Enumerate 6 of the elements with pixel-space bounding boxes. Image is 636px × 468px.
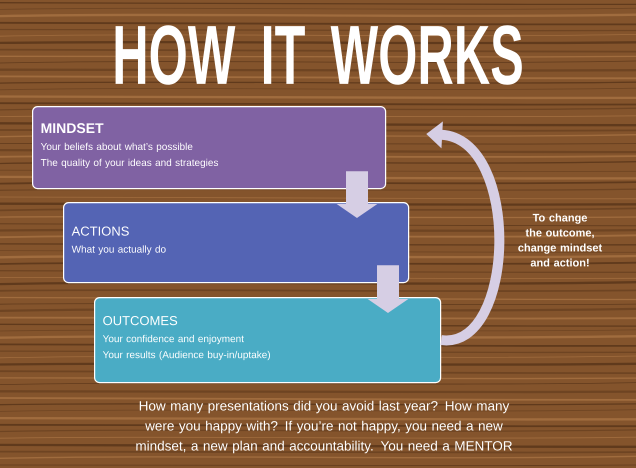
- process-box: MINDSET Your beliefs about what’s possible The quality of your ideas and strategies: [32, 106, 386, 190]
- caption: How many presentations did you avoid last year? How many were you happy with? If you’re not happy, you need a new mindset, a new plan and accountability. You need a MENTOR: [136, 400, 512, 454]
- process-box: OUTCOMES Your confidence and enjoyment Your results (Audience buy-in/uptake): [94, 297, 442, 384]
- note-text: To change the outcome, change mindset and action!: [518, 213, 602, 267]
- title: HOW IT WORKS: [116, 25, 522, 85]
- process-box: ACTIONS What you actually do: [63, 202, 410, 284]
